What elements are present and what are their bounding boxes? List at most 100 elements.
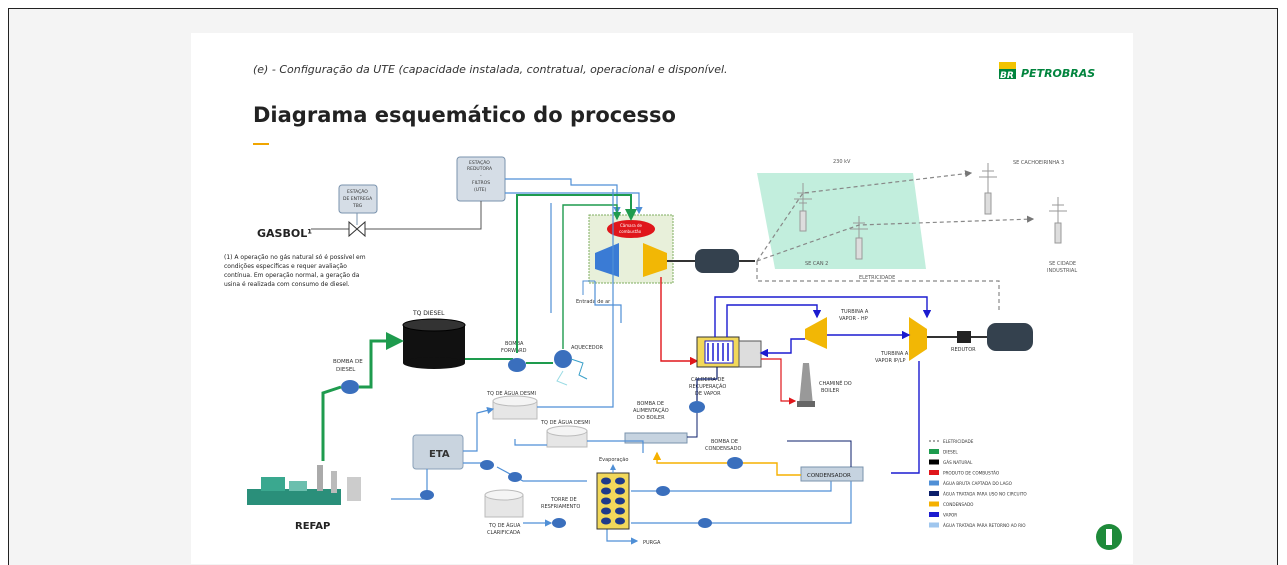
label-torre-2: RESFRIAMENTO [541,504,580,510]
label-bomba-diesel-1: BOMBA DE [333,359,363,365]
logo-mark: BR [1000,71,1014,81]
label-entrada-ar: Entrada de ar [576,299,611,305]
pump-6-icon [698,518,712,528]
redutor-icon [957,331,971,343]
label-tq-clarificada-2: CLARIFICADA [487,530,521,536]
label-estacao-redutora-5: (UTE) [474,187,487,193]
valve-icon [348,220,366,238]
label-purga: PURGA [643,540,661,546]
label-estacao-redutora-1: ESTAÇÃO [469,159,490,166]
legend-label: DIESEL [943,450,958,455]
petrobras-logo: BR PETROBRAS [999,62,1095,81]
legend-label: ÁGUA BRUTA CAPTADA DO LAGO [943,481,1013,486]
label-bomba-alim-2: ALIMENTAÇÃO [633,407,669,414]
steam-lines [714,296,932,474]
label-tq-diesel: TQ DIESEL [412,310,445,317]
page-frame: (e) - Configuração da UTE (capacidade in… [8,8,1278,565]
legend-label: CONDENSADO [943,502,974,507]
estacao-entrega-box [338,184,378,214]
bomba-alimentacao-icon [689,401,705,413]
label-bomba-diesel-2: DIESEL [336,367,356,373]
label-tq-desmi-1: TQ DE ÁGUA DESMI [486,390,536,397]
turbina-hp-icon [805,317,827,349]
label-turbina-hp-2: VAPOR - HP [839,316,868,322]
bomba-condensado-icon [727,457,743,469]
legend-label: ELETRICIDADE [943,439,974,444]
process-diagram: (e) - Configuração da UTE (capacidade in… [224,62,1122,550]
legend-swatch [929,501,939,507]
legend-swatch [929,449,939,454]
footnote-line-2: condições específicas e requer avaliação [224,263,347,270]
desaerador-icon [624,432,688,444]
label-230kv: 230 kV [833,159,851,165]
label-caldeira-1: CALDEIRA DE [691,377,724,383]
condensador-box [800,466,864,482]
pump-3-icon [420,490,434,500]
bomba-diesel-icon [341,380,359,394]
combustion-chamber [607,220,655,238]
label-estacao-entrega-1: ESTAÇÃO [347,188,368,195]
label-se-cachoeirinha: SE CACHOEIRINHA 3 [1013,160,1064,166]
pump-4-icon [552,518,566,528]
label-estacao-redutora-3: - [480,174,482,179]
label-camara-1: Câmara de [620,223,642,228]
label-bomba-forward-2: FORWARD [501,348,527,354]
label-se-cidade-1: SE CIDADE [1049,261,1076,267]
refap-plant-icon [247,465,361,505]
substation-field [757,173,926,269]
transmission-tower-icon [794,163,1067,260]
legend-swatch [929,459,939,465]
label-evaporacao: Evaporação [599,457,628,463]
label-se-cidade-2: INDUSTRIAL [1047,268,1077,274]
gas-turbine-icon [643,243,667,277]
tq-desmi-1-icon [492,395,538,420]
legend-label: ÁGUA TRATADA PARA USO NO CIRCUITO [943,492,1027,497]
slide: (e) - Configuração da UTE (capacidade in… [191,33,1133,564]
label-caldeira-3: DE VAPOR [695,391,721,397]
legend-swatch [929,522,939,528]
legend-swatch [929,491,939,496]
label-caldeira-2: RECUPERAÇÃO [689,383,726,390]
label-torre-1: TORRE DE [550,497,577,503]
electricity-lines [756,170,1035,313]
logo-name: PETROBRAS [1021,67,1095,80]
title-underline [253,143,269,145]
label-redutor: REDUTOR [951,347,976,353]
legend-label: VAPOR [943,513,957,518]
tq-desmi-2-icon [546,425,588,448]
label-eta: ETA [429,449,450,460]
label-bomba-alim-1: BOMBA DE [637,401,664,407]
pump-2-icon [508,472,522,482]
label-gasbol: GASBOL¹ [257,227,312,240]
label-aquecedor: AQUECEDOR [571,345,604,351]
label-bomba-alim-3: DO BOILER [637,415,665,421]
label-refap: REFAP [295,521,330,532]
label-tq-desmi-2: TQ DE ÁGUA DESMI [540,419,590,426]
label-camara-2: combustão [619,229,642,234]
eta-box [412,434,464,470]
label-estacao-entrega-2: DE ENTREGA [343,196,373,202]
label-estacao-redutora-2: REDUTORA [467,166,493,172]
legend-swatch [929,480,939,486]
generator-icon [695,249,739,273]
footnote-line-4: usina é realizada com consumo de diesel. [224,281,350,288]
bomba-forward-icon [508,358,526,372]
label-estacao-redutora-4: FILTROS [472,180,490,186]
pump-1-icon [480,460,494,470]
label-condensador: CONDENSADOR [807,473,851,479]
generator-2-icon [987,323,1033,351]
diesel-tank-icon [402,318,466,369]
label-eletricidade: ELETRICIDADE [859,275,895,281]
legend-label: PRODUTO DE COMBUSTÃO [943,471,1000,476]
label-turbina-ip-1: TURBINA A [880,351,909,357]
label-bomba-cond-1: BOMBA DE [711,439,738,445]
label-turbina-hp-1: TURBINA A [840,309,869,315]
legend-label: GÁS NATURAL [943,460,973,465]
pump-5-icon [656,486,670,496]
label-se-can2: SE CAN 2 [805,261,828,267]
slide-subtitle: (e) - Configuração da UTE (capacidade in… [253,63,728,76]
turbina-ip-icon [909,317,927,361]
legend-swatch [929,512,939,517]
label-chamine-2: BOILER [821,388,840,394]
slide-title: Diagrama esquemático do processo [253,103,676,127]
